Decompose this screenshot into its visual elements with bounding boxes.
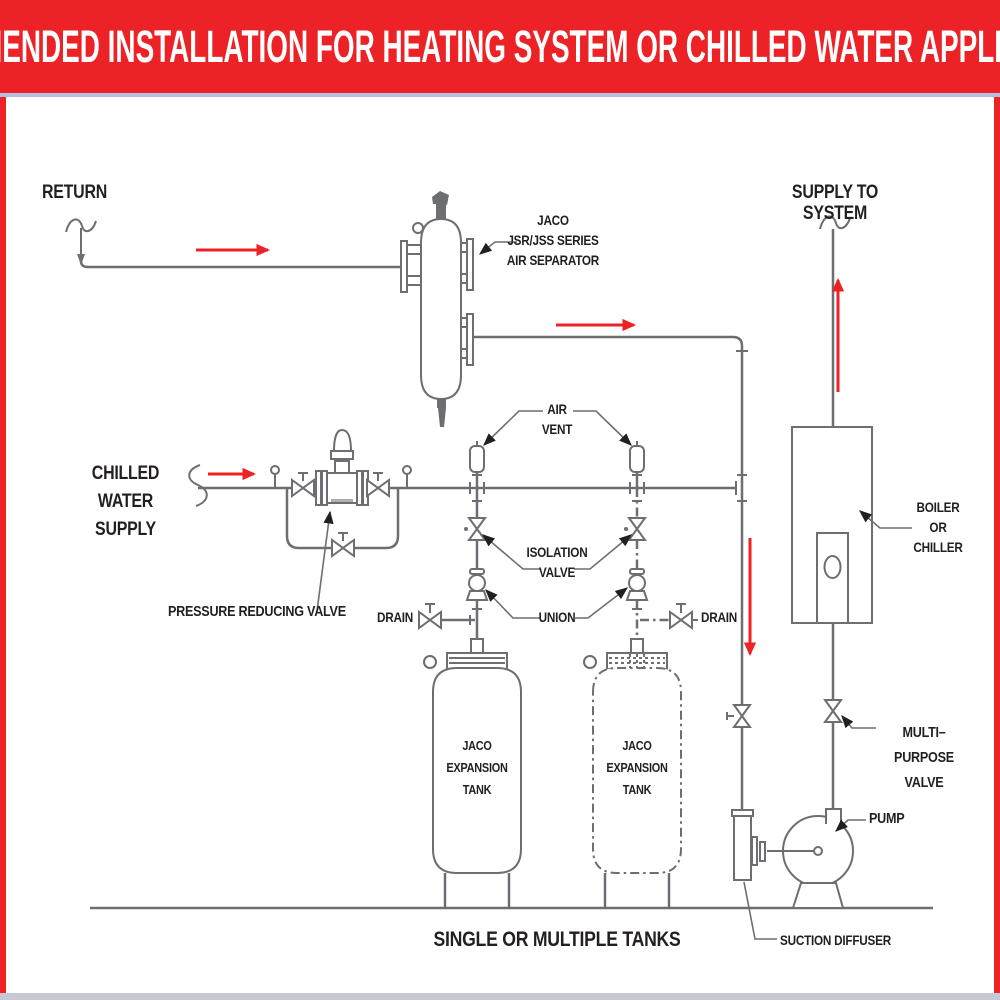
gate-valve-left-icon <box>291 472 315 498</box>
air-separator <box>400 191 474 427</box>
leader-union-left <box>485 589 540 619</box>
leader-air-vent-left <box>483 410 543 446</box>
drain-branch-right <box>640 603 698 630</box>
separator-outlet-pipe <box>473 335 748 810</box>
supply-pipe <box>819 215 851 427</box>
gauge-right-icon <box>402 465 412 488</box>
leader-lines <box>316 241 912 940</box>
pressure-reducing-valve-assembly <box>270 428 412 558</box>
leader-air-vent-right <box>573 410 632 446</box>
leader-suction-diffuser <box>743 881 777 940</box>
supply-to-system-label: SUPPLY TO SYSTEM <box>791 182 879 224</box>
prv-bypass <box>285 488 400 558</box>
return-label: RETURN <box>42 182 107 203</box>
return-pipe <box>65 218 401 269</box>
gauge-left-icon <box>270 465 280 488</box>
leader-mpv <box>841 715 876 729</box>
union-label: UNION <box>538 609 576 625</box>
leader-boiler <box>859 510 912 529</box>
expansion-tank-right <box>583 638 682 908</box>
air-separator-label: JACO JSR/JSS SERIES AIR SEPARATOR <box>506 212 600 268</box>
expansion-tank-left-label: JACO EXPANSION TANK <box>446 738 508 797</box>
flow-arrows <box>196 243 845 657</box>
air-vent-label: AIR VENT <box>541 401 573 437</box>
title-banner: RECOMMENDED INSTALLATION FOR HEATING SYS… <box>0 0 1000 93</box>
bottom-strip <box>0 993 1000 1000</box>
multi-purpose-valve-label: MULTI–PURPOSE VALVE <box>894 724 954 791</box>
expansion-tank-left <box>423 638 522 908</box>
isolation-valve-label: ISOLATION VALVE <box>526 544 588 580</box>
suction-diffuser-label: SUCTION DIFFUSER <box>780 932 891 948</box>
banner-divider <box>0 93 1000 97</box>
pressure-reducing-valve-label: PRESSURE REDUCING VALVE <box>168 603 346 620</box>
left-red-border <box>0 0 6 1000</box>
pump-circuit <box>726 623 854 909</box>
leader-prv <box>316 510 334 612</box>
tank-riser-right <box>624 441 698 639</box>
drain-branch-left <box>418 603 475 630</box>
page-title: RECOMMENDED INSTALLATION FOR HEATING SYS… <box>0 20 1000 72</box>
drain-right-label: DRAIN <box>701 609 737 625</box>
boiler-chiller-label: BOILER OR CHILLER <box>913 499 963 555</box>
leader-pump <box>835 819 866 832</box>
leader-air-separator <box>479 241 517 255</box>
leader-union-right <box>575 587 629 619</box>
pump-label: PUMP <box>869 810 905 827</box>
tank-riser-left <box>418 441 489 639</box>
single-or-multiple-tanks-label: SINGLE OR MULTIPLE TANKS <box>433 928 681 951</box>
union-right-icon <box>625 568 649 601</box>
drain-left-label: DRAIN <box>377 609 413 625</box>
pump <box>767 808 854 909</box>
leader-isolation-right <box>574 534 632 570</box>
leader-isolation-left <box>482 534 540 570</box>
suction-diffuser <box>731 809 766 881</box>
isolation-valve-left-icon <box>464 517 487 541</box>
chilled-water-supply-label: CHILLED WATER SUPPLY <box>91 463 160 540</box>
pressure-reducing-valve <box>315 428 369 506</box>
isolation-valve-right-icon <box>624 517 647 541</box>
right-red-border <box>994 0 1000 1000</box>
gate-valve-right-icon <box>366 472 390 498</box>
expansion-tank-right-label: JACO EXPANSION TANK <box>606 738 668 797</box>
union-left-icon <box>465 568 489 601</box>
boiler-chiller <box>791 426 873 624</box>
multi-purpose-valve-icon <box>823 699 843 723</box>
drop-valve-icon <box>726 704 752 728</box>
